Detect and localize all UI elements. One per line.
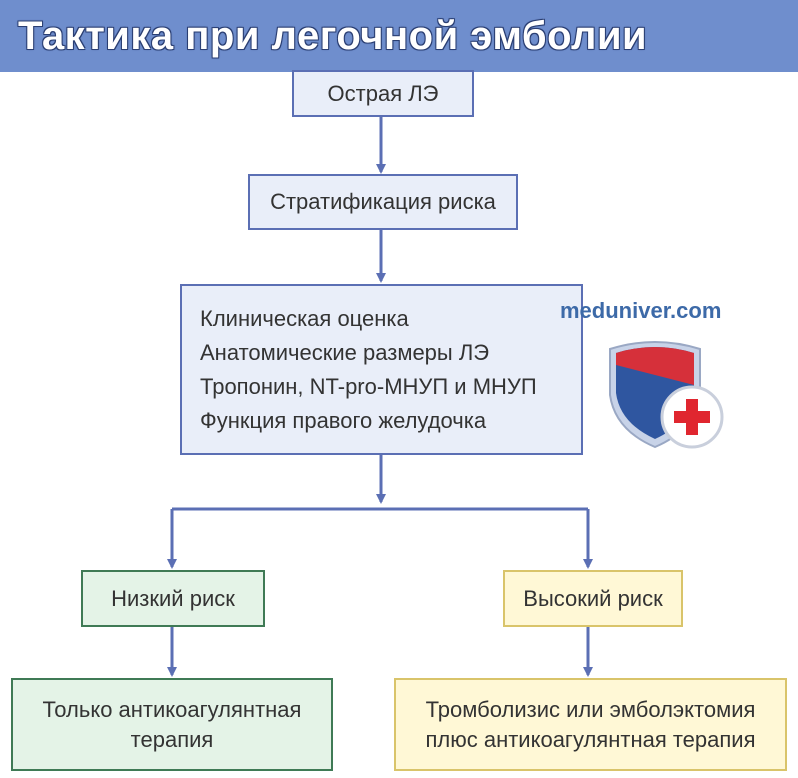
high-therapy-line-2: плюс антикоагулянтная терапия <box>425 726 756 752</box>
acute-pe-box: Острая ЛЭ <box>292 70 474 117</box>
assessment-line-clinical: Клиническая оценка <box>200 305 409 331</box>
title-bar: Тактика при легочной эмболии <box>0 0 798 72</box>
page-title: Тактика при легочной эмболии <box>18 13 648 58</box>
high-therapy-line-1: Тромболизис или эмболэктомия <box>425 696 756 722</box>
assessment-line-rv-function: Функция правого желудочка <box>200 407 487 433</box>
acute-pe-label: Острая ЛЭ <box>327 80 439 106</box>
low-risk-label: Низкий риск <box>111 585 235 611</box>
low-therapy-line-2: терапия <box>130 726 214 752</box>
assessment-line-biomarkers: Тропонин, NT-pro-МНУП и МНУП <box>200 373 537 399</box>
risk-stratification-box: Стратификация риска <box>248 174 518 230</box>
low-risk-therapy-box: Только антикоагулянтная терапия <box>11 678 333 771</box>
watermark-text: meduniver.com <box>560 298 722 323</box>
assessment-box: Клиническая оценка Анатомические размеры… <box>180 284 583 455</box>
high-risk-box: Высокий риск <box>503 570 683 627</box>
low-therapy-line-1: Только антикоагулянтная <box>42 696 302 722</box>
high-risk-label: Высокий риск <box>523 585 663 611</box>
high-risk-therapy-box: Тромболизис или эмболэктомия плюс антико… <box>394 678 787 771</box>
assessment-line-anatomy: Анатомические размеры ЛЭ <box>200 339 490 365</box>
low-risk-box: Низкий риск <box>81 570 265 627</box>
shield-cross-icon <box>609 341 724 449</box>
risk-stratification-label: Стратификация риска <box>270 189 496 214</box>
